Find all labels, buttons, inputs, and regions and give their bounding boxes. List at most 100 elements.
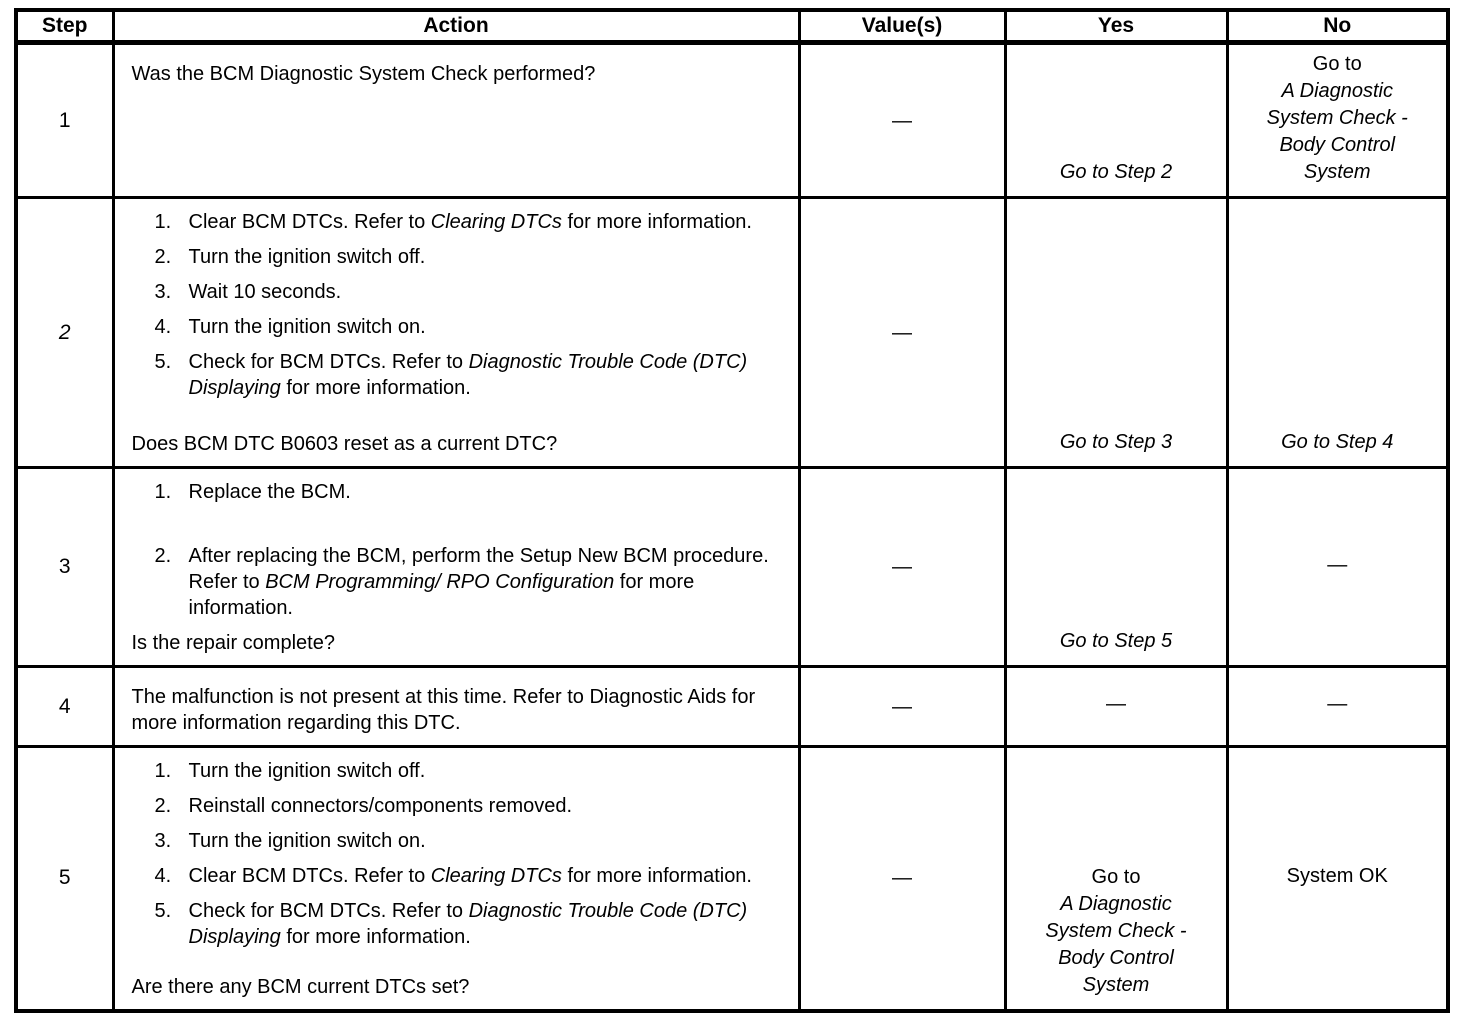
route-line: System [1082,973,1150,996]
table-body: 1 Was the BCM Diagnostic System Check per… [14,41,1450,1012]
route-line: Body Control [1058,946,1174,969]
regular-text: Check for BCM DTCs. Refer to [188,351,469,373]
route-line: System Check - [1045,919,1187,942]
action-list-item: 5.Check for BCM DTCs. Refer to Diagnosti… [132,898,784,950]
action-list-item: 3. Turn the ignition switch on. [132,828,784,854]
action-list-item: 4. Clear BCM DTCs. Refer to Clearing DTCs… [132,863,784,889]
action-cell: Was the BCM Diagnostic System Check perf… [111,41,801,199]
regular-text: for more information. [188,571,695,619]
action-content: 1. Turn the ignition switch off. 2.Reinsta… [132,755,784,1000]
list-item-number: 4. [154,316,172,338]
list-item-number: 1. [154,211,172,233]
route-line: — [1327,693,1348,715]
list-item-number: 2. [154,246,172,268]
step-number-cell: 3 [14,466,115,668]
col-header-step: Step [14,8,115,45]
list-item-number: 3. [154,830,172,852]
yes-cell: Go to Step 2 [1003,41,1229,199]
list-item-number: 4. [154,865,172,887]
italic-text: Diagnostic Trouble Code (DTC) Displaying [188,351,748,399]
action-question: The malfunction is not present at this t… [131,686,756,734]
list-item-number: 1. [154,760,172,782]
action-list-item: 1. Clear BCM DTCs. Refer to Clearing DTCs… [132,209,784,235]
route-line: Go to Step 5 [1059,630,1173,652]
regular-text: for more information. [561,865,752,887]
regular-text: for more information. [561,211,752,233]
route-line: Go to Step 2 [1059,161,1173,183]
regular-text: Clear BCM DTCs. Refer to [188,211,431,233]
route-line: Go to Step 3 [1059,431,1173,453]
action-cell: The malfunction is not present at this t… [111,665,801,748]
no-cell: — [1225,466,1450,668]
route-line: — [1327,553,1348,576]
step-number-cell: 2 [14,196,115,469]
regular-text: Check for BCM DTCs. Refer to [188,900,469,922]
action-question: Does BCM DTC B0603 reset as a current DT… [131,433,558,455]
italic-text: BCM Programming/ RPO Configuration [265,571,615,593]
action-list-item: 5. Check for BCM DTCs. Refer to Diagnosti… [132,349,784,401]
route-line: Go to [1091,865,1141,888]
action-content: 1. Clear BCM DTCs. Refer to Clearing DTCs… [132,206,784,457]
list-item-number: 5. [154,900,172,922]
list-item-number: 2. [154,795,172,817]
route-line: A Diagnostic [1281,80,1394,102]
value-cell: — [797,665,1007,748]
regular-text: for more information. [280,377,471,399]
list-item-number: 3. [154,281,172,303]
list-item-number: 5. [154,351,172,373]
action-content: Was the BCM Diagnostic System Check perf… [132,52,784,187]
yes-cell: — [1003,665,1229,748]
regular-text: Replace the BCM. [188,481,351,503]
table-row: 1 Was the BCM Diagnostic System Check per… [14,41,1450,199]
action-list-item: 2.After replacing the BCM, perform the S… [132,543,784,621]
regular-text: Clear BCM DTCs. Refer to [188,865,431,887]
action-cell: 1. Turn the ignition switch off. 2.Reinsta… [111,745,801,1012]
route-line: — [1106,693,1126,715]
list-item-number: 1. [154,481,172,503]
route-line: System Check - [1266,107,1408,129]
italic-text: Clearing DTCs [430,211,562,233]
step-number-cell: 1 [14,41,115,199]
regular-text: for more information. [280,926,471,948]
table-header-row: Step Action Value(s) Yes No [14,8,1450,45]
route-line: System OK [1286,864,1388,887]
action-list-item: 3. Wait 10 seconds. [132,279,784,305]
value-cell: — [797,196,1007,469]
col-header-no: No [1225,8,1450,45]
action-cell: 1. Clear BCM DTCs. Refer to Clearing DTCs… [111,196,801,469]
action-list-item: 4. Turn the ignition switch on. [132,314,784,340]
table-row: 2 1. Clear BCM DTCs. Refer to Clearing DTC… [14,196,1450,469]
regular-text: Turn the ignition switch off. [188,760,426,782]
no-cell: — [1225,665,1450,748]
route-line: System [1303,161,1371,183]
action-question: Was the BCM Diagnostic System Check perf… [131,63,596,85]
regular-text: Turn the ignition switch on. [188,830,426,852]
action-cell: 1. Replace the BCM. 2.After replacing the … [111,466,801,668]
value-cell: — [797,466,1007,668]
value-cell: — [797,41,1007,199]
route-line: Body Control [1279,134,1396,156]
action-list-item: 1. Replace the BCM. [132,479,784,505]
regular-text: After replacing the BCM, perform the Set… [188,545,769,593]
no-cell: System OK [1225,745,1450,1012]
no-cell: Go to Step 4 [1225,196,1450,469]
action-content: The malfunction is not present at this t… [132,675,784,736]
col-header-yes: Yes [1003,8,1229,45]
diagnostic-table: Step Action Value(s) Yes No 1 Was the BCM… [14,8,1450,1013]
regular-text: Turn the ignition switch on. [188,316,426,338]
col-header-values: Value(s) [797,8,1007,45]
route-line: A Diagnostic [1060,892,1172,915]
regular-text: Turn the ignition switch off. [188,246,426,268]
action-question: Are there any BCM current DTCs set? [131,975,470,998]
action-content: 1. Replace the BCM. 2.After replacing the … [132,476,784,656]
table-row: 3 1. Replace the BCM. 2.After replacing the… [14,466,1450,668]
route-line: Go to [1312,53,1362,75]
regular-text: Wait 10 seconds. [188,281,342,303]
route-line: Go to Step 4 [1281,431,1394,453]
italic-text: Clearing DTCs [430,865,562,887]
action-list-item: 2.Reinstall connectors/components remove… [132,793,784,819]
